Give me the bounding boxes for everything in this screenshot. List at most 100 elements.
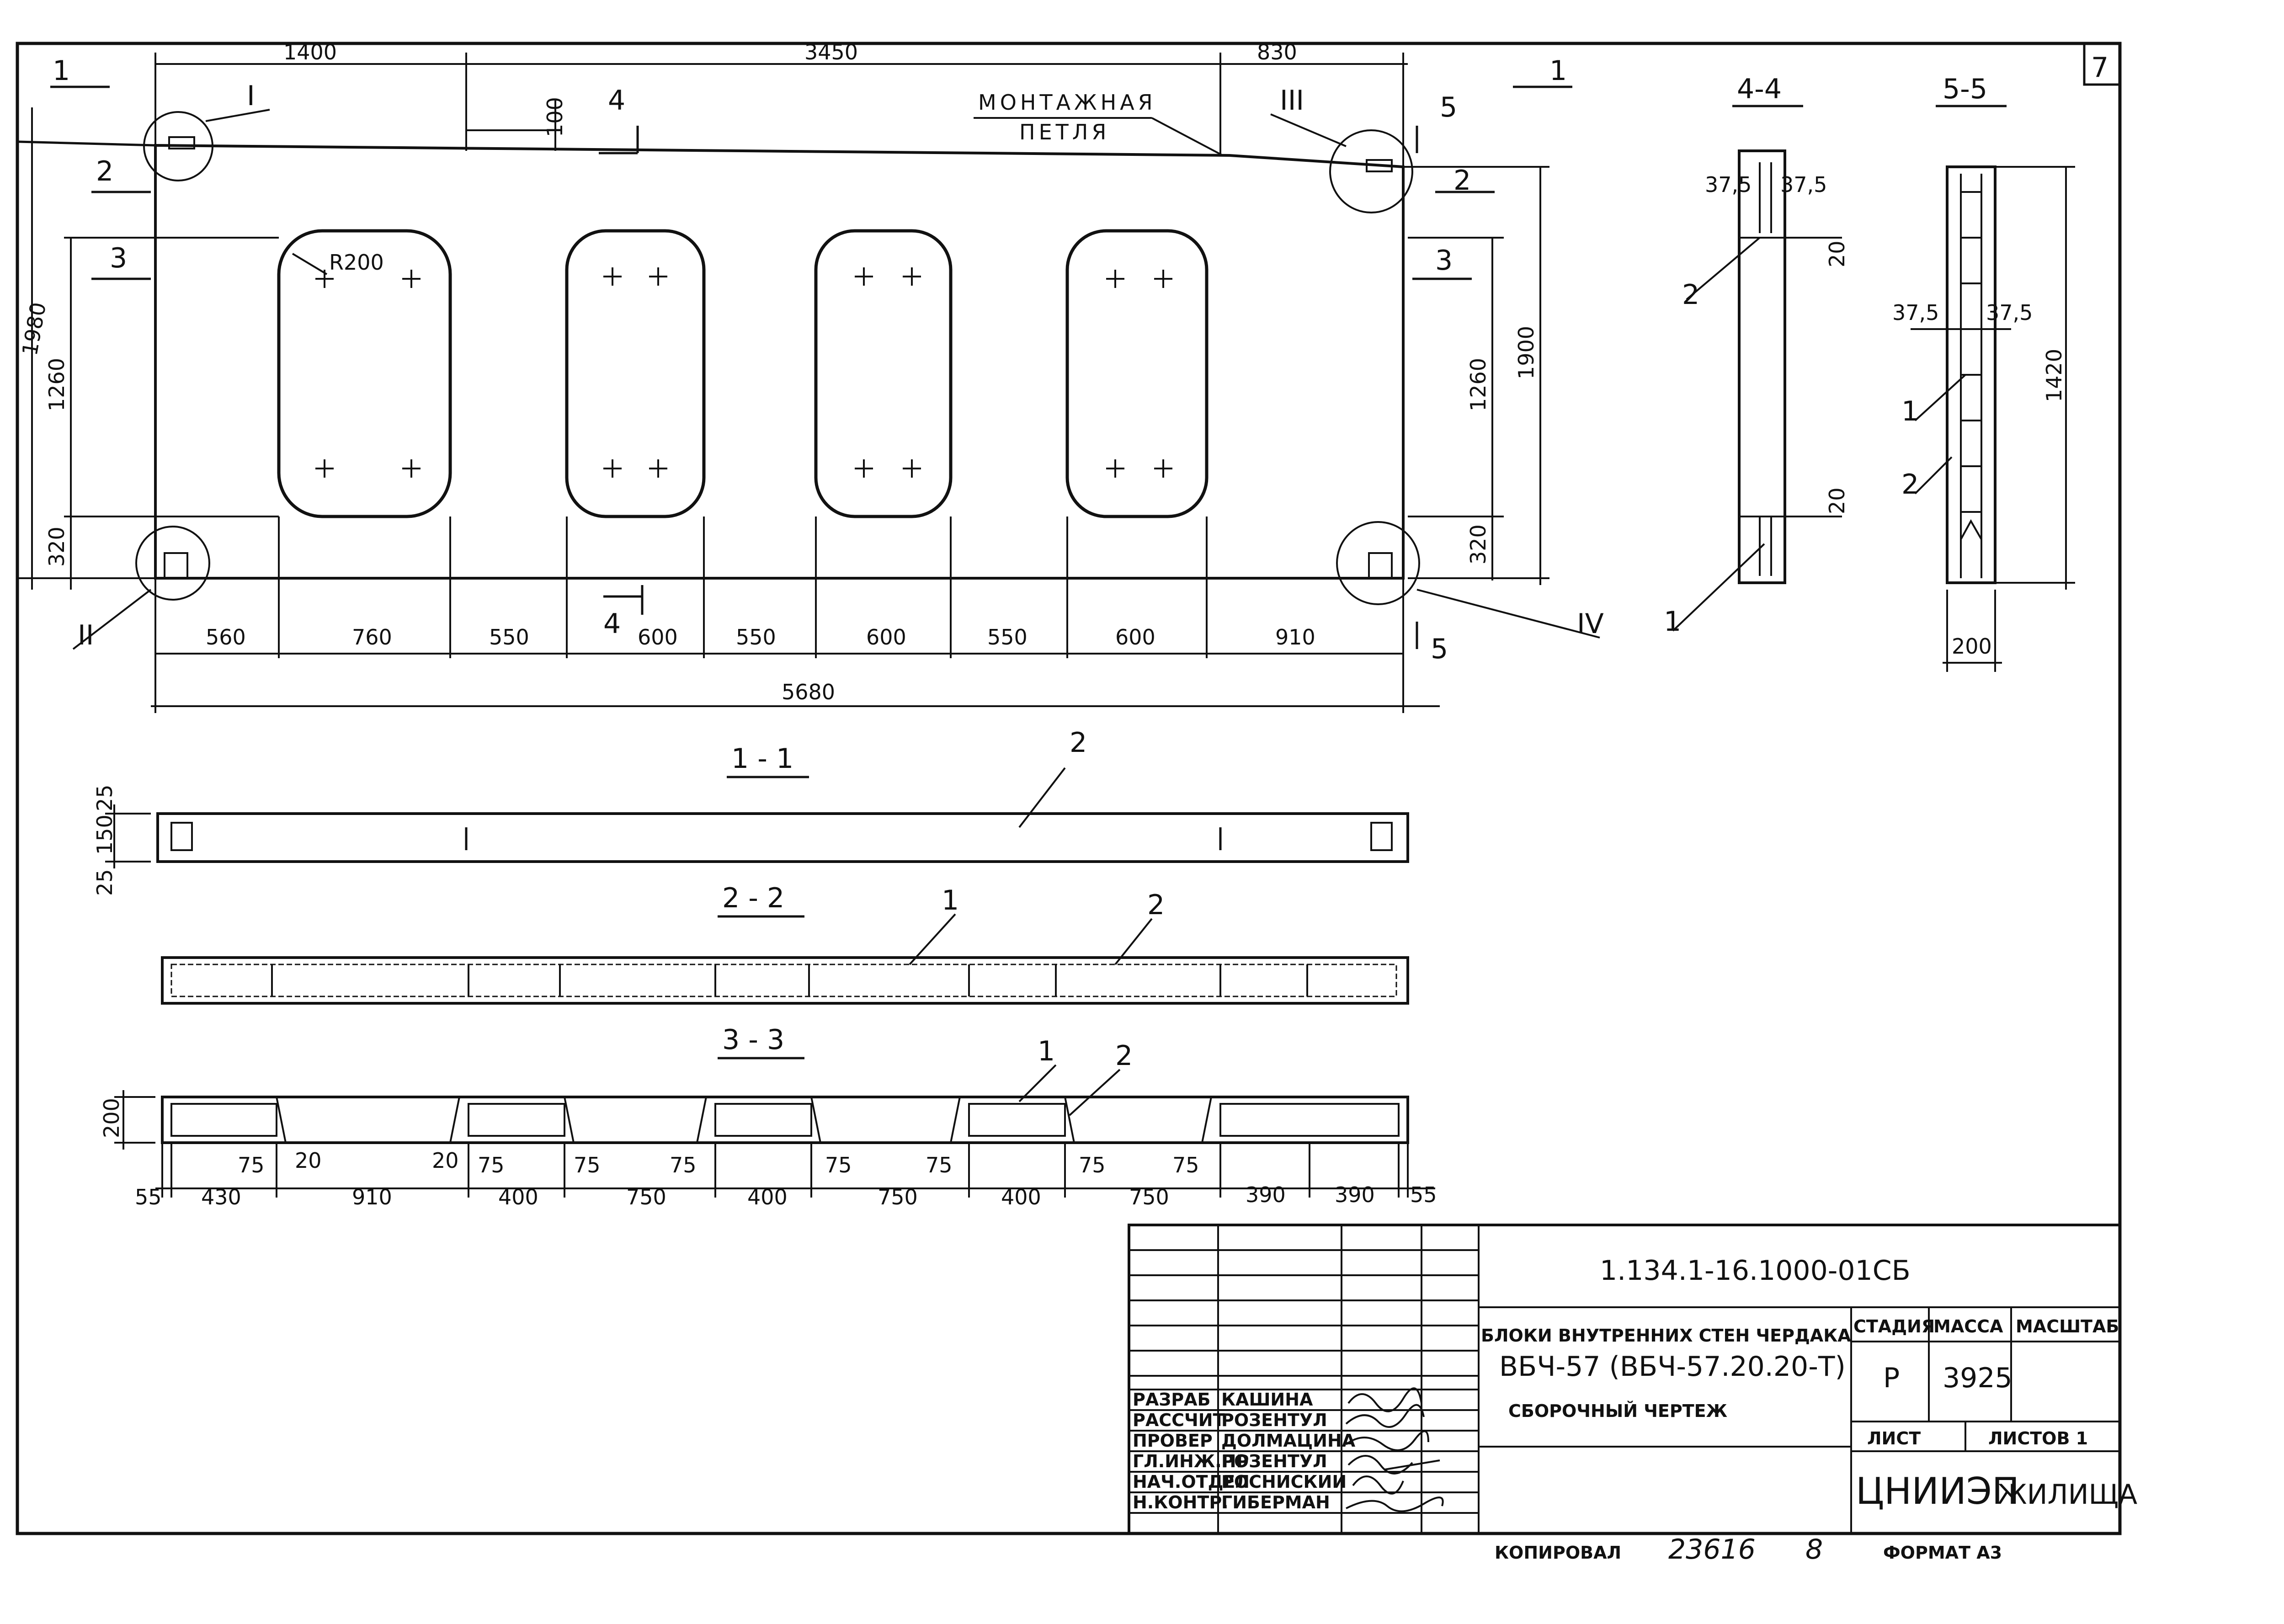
section-mark-2-left: 2: [96, 155, 113, 187]
sheet-frame: [16, 42, 2122, 1535]
section-mark-3-right: 3: [1435, 245, 1453, 277]
sec33-pos-1: 1: [1038, 1035, 1055, 1067]
dim-100: 100: [543, 97, 567, 137]
name-0: КАШИНА: [1221, 1390, 1313, 1410]
role-4: НАЧ.ОТДЕЛ: [1133, 1472, 1250, 1492]
node-circle-I: [143, 111, 213, 181]
footer-format: ФОРМАТ А3: [1883, 1543, 2002, 1563]
left-dim-1260: 1260: [44, 358, 69, 411]
left-dimensions: [18, 107, 279, 590]
sec33-dim-8: 750: [1129, 1185, 1169, 1209]
sec33-dim-10: 390: [1335, 1182, 1375, 1207]
bottom-dim-8: 600: [1115, 625, 1155, 650]
signatures: [1345, 1387, 1444, 1512]
role-3: ГЛ.ИНЖ.ПР: [1133, 1451, 1249, 1471]
doc-title-3: СБОРОЧНЫЙ ЧЕРТЕЖ: [1508, 1401, 1727, 1421]
radius-leader: [292, 253, 328, 275]
sec33-small-5: 75: [670, 1153, 697, 1177]
sec22-pos-1: 1: [942, 884, 959, 916]
role-0: РАЗРАБ: [1133, 1390, 1210, 1410]
left-stub: [18, 140, 156, 147]
org-name: ЦНИИЭП: [1856, 1470, 2019, 1512]
section-2-2-outline: [161, 956, 1409, 1005]
top-dimensions: [154, 53, 1408, 578]
sec33-small-1: 20: [295, 1148, 322, 1173]
sec33-small-0: 75: [238, 1153, 265, 1177]
sec33-dim-1: 430: [201, 1185, 241, 1209]
right-dim-1900: 1900: [1514, 326, 1539, 379]
sec33-dim-height: 200: [99, 1098, 124, 1138]
sheet-number: 7: [2091, 52, 2108, 84]
mass-label: МАССА: [1933, 1316, 2003, 1336]
sec33-dim-5: 400: [747, 1185, 788, 1209]
sec11-dim-25a: 25: [92, 784, 117, 811]
right-dimensions: [1403, 166, 1549, 585]
top-dim-1: 1400: [283, 40, 337, 64]
sec33-small-2: 20: [432, 1148, 459, 1173]
sec33-dim-11: 55: [1410, 1182, 1437, 1207]
section-5-5-outline: [1946, 165, 1997, 584]
sheet-label: ЛИСТ: [1867, 1428, 1921, 1448]
node-circle-II: [135, 526, 210, 601]
role-1: РАССЧИТ: [1133, 1410, 1225, 1430]
opening-2: [565, 229, 706, 518]
sec55-dim-a: 37,5: [1892, 300, 1939, 325]
section-5-5: 5-5 37,5 37,5 1420 200 1 2: [1892, 73, 2075, 672]
main-elevation: 1400 3450 830 100 R200 МОНТАЖНАЯ ПЕТЛЯ I…: [17, 40, 1604, 713]
sec33-small-9: 75: [1172, 1153, 1199, 1177]
right-dim-320: 320: [1466, 524, 1491, 564]
bottom-dim-9: 910: [1275, 625, 1315, 650]
node-leader-IV: [1416, 589, 1600, 639]
sec33-small-6: 75: [825, 1153, 852, 1177]
sec44-pos-2: 2: [1682, 279, 1699, 311]
mass-value: 3925: [1943, 1362, 2012, 1394]
left-dim-320: 320: [44, 527, 69, 567]
node-label-I: I: [247, 80, 255, 112]
sec55-dim-d: 200: [1952, 634, 1992, 659]
sec44-pos-1: 1: [1664, 606, 1681, 638]
sec44-dim-b: 37,5: [1780, 172, 1827, 197]
role-5: Н.КОНТР.: [1133, 1492, 1229, 1512]
title-block-frame: [1128, 1224, 2121, 1535]
section-mark-4-top: 4: [608, 85, 625, 117]
sec55-dim-c: 1420: [2042, 349, 2066, 402]
loop-part-III: [1366, 159, 1393, 172]
section-title-5-5: 5-5: [1943, 73, 1987, 105]
section-mark-5-bottom: 5: [1431, 633, 1448, 665]
section-1-1-outline: [156, 812, 1409, 863]
footer-number: 23616: [1668, 1533, 1756, 1565]
role-2: ПРОВЕР: [1133, 1431, 1213, 1451]
node-leader-I: [205, 109, 270, 122]
section-4-4: 4-4 37,5 37,5 20 20 2 1: [1664, 73, 1849, 638]
section-title-3-3: 3 - 3: [722, 1024, 784, 1056]
opening-1: [277, 229, 452, 518]
bottom-dim-7: 550: [987, 625, 1028, 650]
sec33-dim-0: 55: [135, 1185, 162, 1209]
sec44-dim-a: 37,5: [1705, 172, 1752, 197]
doc-code: 1.134.1-16.1000-01СБ: [1600, 1255, 1911, 1287]
sec33-dim-4: 750: [626, 1185, 666, 1209]
section-mark-2-right: 2: [1453, 165, 1471, 197]
sec55-pos-2: 2: [1901, 469, 1919, 501]
stage-value: Р: [1883, 1362, 1900, 1394]
section-4-4-outline: [1738, 149, 1786, 584]
title-block: 1.134.1-16.1000-01СБ БЛОКИ ВНУТРЕННИХ СТ…: [1128, 1224, 2137, 1535]
radius-label: R200: [329, 250, 384, 275]
sec33-small-8: 75: [1079, 1153, 1106, 1177]
scale-label: МАСШТАБ: [2016, 1316, 2119, 1336]
opening-crosses: [315, 267, 1172, 478]
sec44-dim-d: 20: [1825, 487, 1849, 514]
mounting-loop-leader: [1151, 117, 1223, 156]
section-3-3-outline: [161, 1096, 1409, 1144]
section-mark-1-left: 1: [53, 55, 70, 87]
sec55-pos-1: 1: [1901, 395, 1919, 427]
sec33-dim-9: 390: [1246, 1182, 1286, 1207]
sec22-pos-2: 2: [1147, 889, 1165, 921]
section-title-4-4: 4-4: [1737, 73, 1782, 105]
section-3-3: 3 - 3 1 2 200 55 430 910 400 750 400 750…: [99, 1024, 1437, 1209]
sec11-pos-2: 2: [1070, 727, 1087, 759]
sec33-small-3: 75: [478, 1153, 505, 1177]
name-2: ДОЛМАЦИНА: [1221, 1431, 1356, 1451]
bottom-dim-2: 760: [352, 625, 392, 650]
